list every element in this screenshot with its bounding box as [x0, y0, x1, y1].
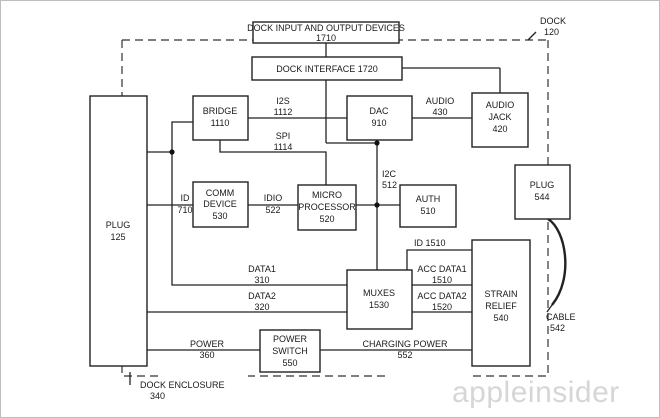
label-cable-number: 542 — [550, 323, 565, 333]
label-charging-power-number: 552 — [397, 350, 412, 360]
junction-dot — [374, 140, 380, 146]
label-acc-data2: ACC DATA2 — [417, 291, 466, 301]
block-label: COMM — [206, 188, 235, 198]
label-acc-data1: ACC DATA1 — [417, 264, 466, 274]
block-plug-125: PLUG 125 — [89, 95, 148, 367]
signal-labels: DOCK 120 I2S 1112 AUDIO 430 SPI 1114 I2C… — [140, 16, 576, 401]
label-data2: DATA2 — [248, 291, 276, 301]
block-label: 1110 — [211, 118, 230, 128]
block-plug-544: PLUG 544 — [514, 164, 571, 220]
label-acc-data1-number: 1510 — [432, 275, 452, 285]
wire-id-1510 — [406, 249, 472, 270]
block-label: PROCESSOR — [298, 202, 356, 212]
label-i2s-number: 1112 — [274, 107, 293, 117]
label-charging-power: CHARGING POWER — [362, 339, 448, 349]
block-power-switch: POWER SWITCH 550 — [259, 329, 321, 373]
label-dock-number: 120 — [544, 27, 559, 37]
watermark: appleinsider — [452, 376, 620, 409]
label-id-number: 710 — [177, 205, 192, 215]
label-data2-number: 320 — [254, 302, 269, 312]
block-label: PLUG — [106, 220, 131, 230]
label-dock: DOCK — [540, 16, 566, 26]
label-i2c: I2C — [382, 169, 397, 179]
cable-542 — [547, 217, 567, 306]
block-label: DAC — [369, 106, 389, 116]
label-idio: IDIO — [264, 193, 283, 203]
block-label: 910 — [371, 118, 386, 128]
block-label: RELIEF — [485, 301, 517, 311]
block-label: 520 — [319, 214, 334, 224]
block-label: 510 — [420, 206, 435, 216]
junction-dot — [374, 202, 380, 208]
label-id-1510: ID 1510 — [414, 238, 446, 248]
cable-542-leader — [546, 304, 553, 313]
label-i2c-number: 512 — [382, 180, 397, 190]
block-label: POWER — [273, 334, 308, 344]
label-acc-data2-number: 1520 — [432, 302, 452, 312]
block-label: DEVICE — [203, 199, 237, 209]
block-muxes: MUXES 1530 — [346, 269, 413, 330]
wire-spi — [219, 140, 327, 185]
wire-bridge-tap — [171, 121, 193, 152]
block-label: 1710 — [316, 33, 336, 43]
block-audio-jack: AUDIO JACK 420 — [471, 92, 529, 148]
block-dock-io-devices: DOCK INPUT AND OUTPUT DEVICES 1710 — [247, 21, 405, 44]
label-data1-number: 310 — [254, 275, 269, 285]
dock-120-leader — [527, 31, 537, 41]
label-spi: SPI — [276, 131, 291, 141]
label-i2s: I2S — [276, 96, 290, 106]
block-label: DOCK INTERFACE 1720 — [276, 64, 378, 74]
block-label: MUXES — [363, 288, 395, 298]
junction-dot — [169, 149, 175, 155]
block-dac: DAC 910 — [346, 95, 413, 141]
block-auth: AUTH 510 — [399, 184, 457, 228]
label-dock-enclosure: DOCK ENCLOSURE — [140, 380, 225, 390]
label-idio-number: 522 — [265, 205, 280, 215]
label-power-number: 360 — [199, 350, 214, 360]
label-power: POWER — [190, 339, 225, 349]
label-data1: DATA1 — [248, 264, 276, 274]
label-audio: AUDIO — [426, 96, 455, 106]
block-label: PLUG — [530, 180, 555, 190]
block-label: SWITCH — [272, 346, 308, 356]
block-label: 540 — [493, 313, 508, 323]
block-microprocessor: MICRO PROCESSOR 520 — [297, 184, 357, 231]
label-dock-enclosure-number: 340 — [150, 391, 165, 401]
block-comm-device: COMM DEVICE 530 — [192, 181, 249, 228]
label-id: ID — [181, 193, 191, 203]
block-label: AUDIO — [486, 100, 515, 110]
block-label: DOCK INPUT AND OUTPUT DEVICES — [247, 23, 405, 33]
block-label: AUTH — [416, 194, 441, 204]
block-label: 530 — [212, 211, 227, 221]
label-audio-number: 430 — [432, 107, 447, 117]
block-label: 1530 — [369, 300, 389, 310]
block-bridge: BRIDGE 1110 — [192, 95, 249, 141]
label-spi-number: 1114 — [274, 142, 293, 152]
block-label: BRIDGE — [203, 106, 238, 116]
wire-data1 — [171, 152, 347, 286]
block-label: 125 — [110, 232, 125, 242]
block-label: 544 — [534, 192, 549, 202]
block-label: STRAIN — [484, 289, 517, 299]
block-label: 550 — [282, 358, 297, 368]
block-label: MICRO — [312, 190, 342, 200]
block-strain-relief: STRAIN RELIEF 540 — [471, 239, 531, 367]
block-dock-interface: DOCK INTERFACE 1720 — [251, 56, 403, 81]
block-label: 420 — [492, 124, 507, 134]
label-cable: CABLE — [546, 312, 576, 322]
block-label: JACK — [488, 112, 511, 122]
